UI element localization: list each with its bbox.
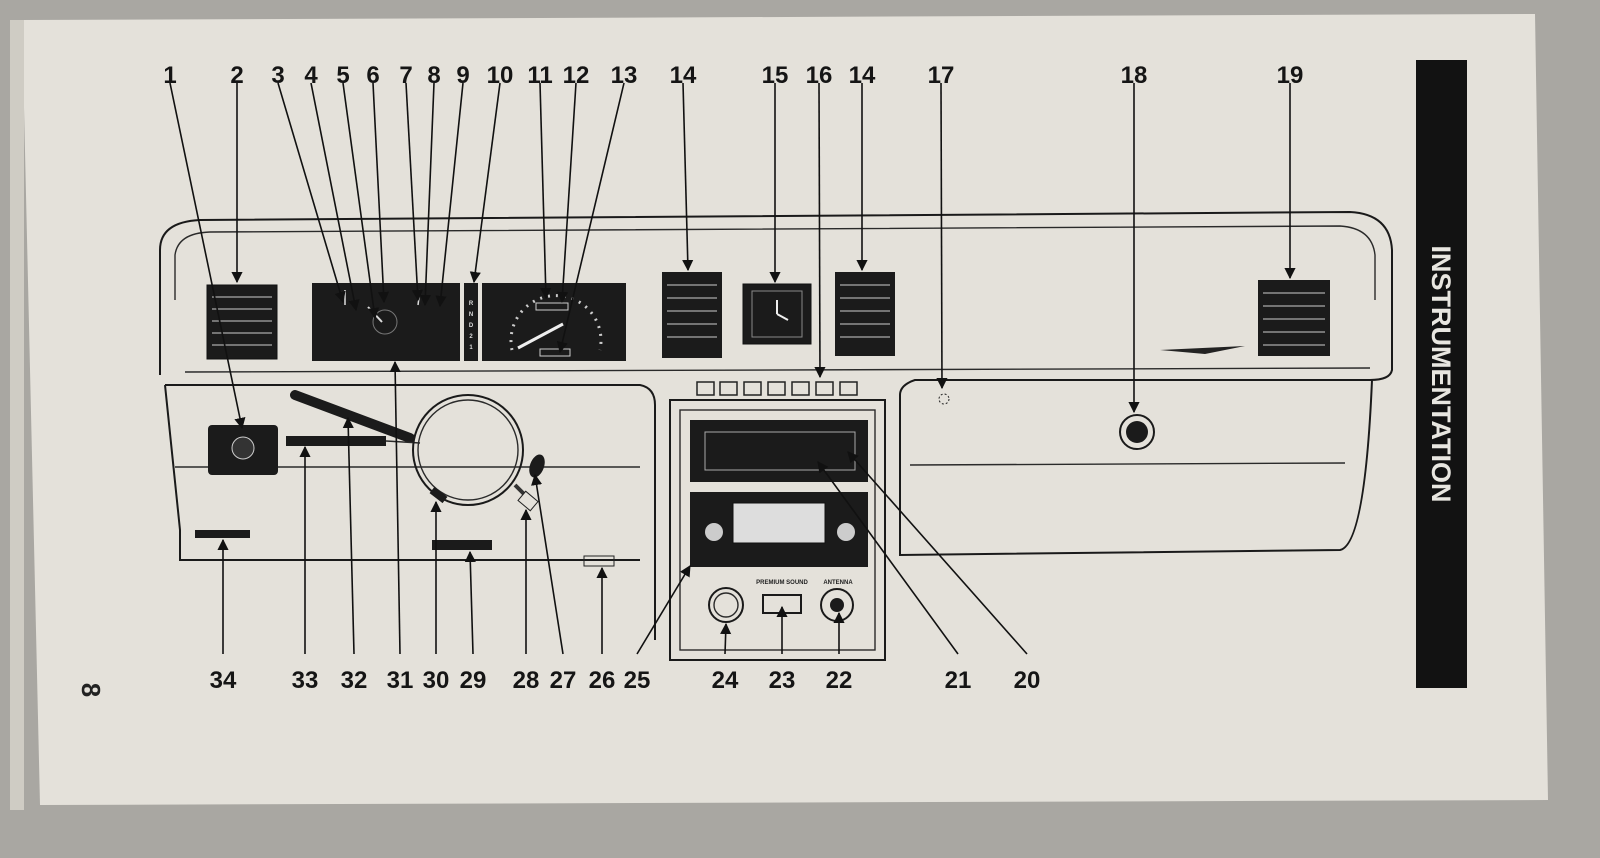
callout-leader-line [277,82,346,304]
callout-leader-line [372,82,390,304]
callout-leader-line [405,82,424,302]
gear-n: N [469,312,473,318]
callout-number-11: 11 [527,62,552,89]
section-tab [1416,60,1467,688]
climate-buttons [696,381,858,396]
callout-number-12: 12 [563,62,590,89]
callout-number-28: 28 [513,667,540,694]
callout-number-13: 13 [611,62,638,89]
callout-number-15: 15 [762,62,789,89]
premium-sound-label: PREMIUM SOUND [756,580,808,586]
callout-leader-line [636,565,691,655]
vent-left [206,284,278,360]
callout-number-22: 22 [826,667,853,694]
gauge-cluster [312,283,460,361]
callout-leader-line [847,451,1028,655]
callout-number-34: 34 [210,667,237,694]
callout-leader-line [169,82,246,430]
callout-number-8: 8 [427,62,440,89]
cigar-lighter-switches [583,555,615,567]
callout-number-1: 1 [163,62,176,89]
callout-leader-line [557,82,577,304]
callout-number-32: 32 [341,667,368,694]
callout-leader-line [435,82,464,308]
callout-leader-line [310,82,360,312]
thunderbird-emblem [1160,346,1245,354]
callout-leader-line [682,82,694,272]
sunload-sensor [938,393,950,405]
callout-number-26: 26 [589,667,616,694]
callout-leader-line [556,82,625,354]
center-stack: PREMIUM SOUND ANTENNA [669,399,886,661]
callout-leader-line [814,82,826,379]
callout-leader-line [539,82,552,300]
callout-leader-line [419,82,435,307]
callout-number-2: 2 [230,62,243,89]
callout-number-4: 4 [304,62,318,89]
callout-number-23: 23 [769,667,796,694]
callout-leader-line [720,622,732,655]
callout-number-18: 18 [1121,62,1148,89]
gear-2: 2 [469,334,473,340]
callout-number-5: 5 [336,62,349,89]
callout-number-14: 14 [849,62,876,89]
callout-leader-line [389,360,401,655]
callout-number-9: 9 [456,62,469,89]
gear-r: R [469,301,474,307]
callout-number-16: 16 [806,62,833,89]
gear-indicator: R N D 2 1 [464,283,478,361]
callout-number-31: 31 [387,667,414,694]
parking-brake-release [432,540,492,550]
callout-leader-line [817,461,959,655]
page-number: 8 [76,683,106,697]
callout-leader-line [342,82,380,320]
callout-number-25: 25 [624,667,651,694]
callout-number-33: 33 [292,667,319,694]
callout-leader-line [469,82,501,284]
page-left-edge [10,20,24,810]
callout-number-6: 6 [366,62,379,89]
callout-number-14: 14 [670,62,697,89]
callout-number-19: 19 [1277,62,1304,89]
callout-number-20: 20 [1014,667,1041,694]
callout-leader-line [464,550,476,655]
gear-d: D [469,323,474,329]
vent-center-right [835,272,895,356]
vent-center-left [662,272,722,358]
callout-number-27: 27 [550,667,577,694]
callout-number-7: 7 [399,62,412,89]
callout-number-24: 24 [712,667,739,694]
callout-leader-line [936,82,948,390]
callout-number-21: 21 [945,667,972,694]
vent-right [1258,280,1330,356]
gear-1: 1 [469,345,473,351]
callout-number-30: 30 [423,667,450,694]
glove-box-lock [1119,414,1155,450]
callout-leader-line [342,416,355,655]
speedometer [482,283,626,361]
callout-number-29: 29 [460,667,487,694]
callout-leader-line [531,473,564,655]
steering-wheel-hub [412,394,545,512]
clock [742,283,812,345]
callout-number-3: 3 [271,62,284,89]
callout-number-10: 10 [487,62,514,89]
headlamp-switch [208,425,278,475]
antenna-label: ANTENNA [823,580,853,586]
callout-number-17: 17 [928,62,955,89]
hood-release [195,530,250,538]
section-title: INSTRUMENTATION [1426,246,1456,503]
